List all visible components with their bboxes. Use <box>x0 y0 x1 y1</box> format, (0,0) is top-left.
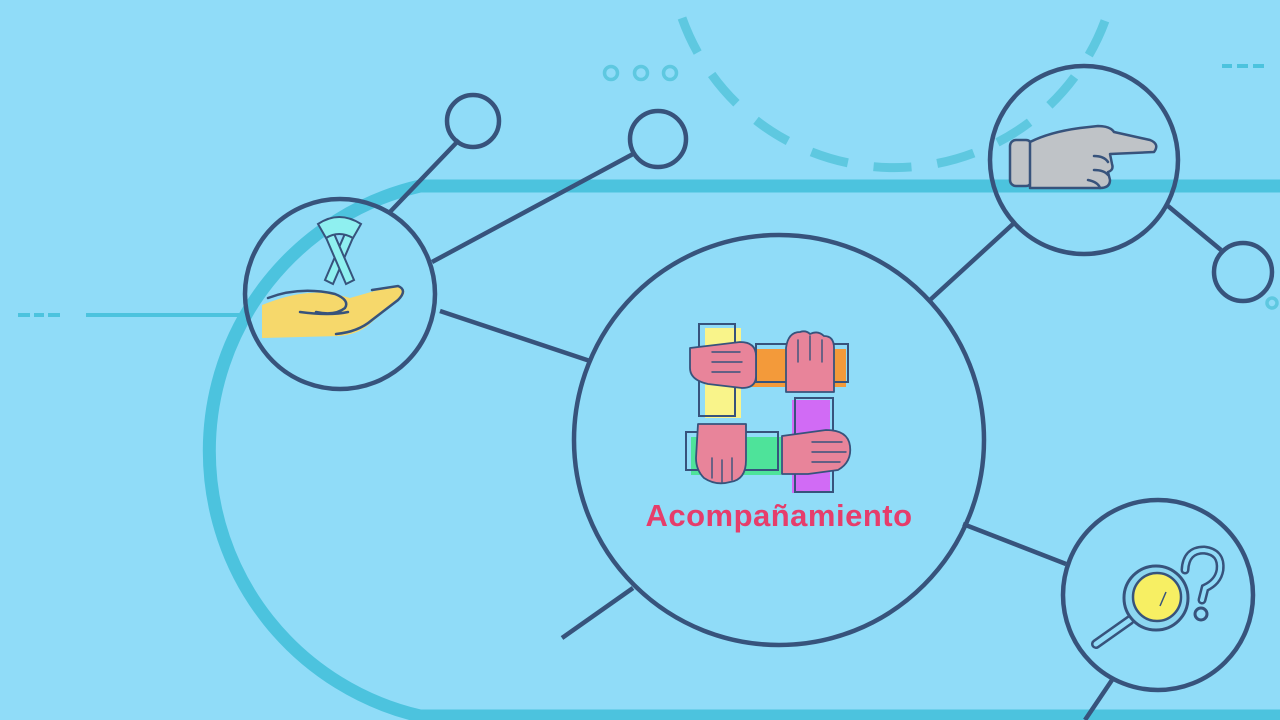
four-hands-teamwork-icon <box>685 323 852 493</box>
dashed-arc <box>677 16 1111 173</box>
decorative-dots <box>602 64 1279 310</box>
central-node-label: Acompañamiento <box>645 498 913 533</box>
pointing-node <box>987 63 1181 257</box>
inquiry-node <box>1060 497 1256 693</box>
connectors <box>386 138 1223 720</box>
decorative-dashes <box>18 64 1264 317</box>
empty-nodes <box>444 92 1275 304</box>
magnifier-question-icon <box>1091 545 1225 649</box>
support-node <box>242 196 438 392</box>
pointing-hand-icon <box>1008 124 1158 190</box>
central-node <box>571 232 987 648</box>
hand-holding-awareness-ribbon-icon <box>262 216 405 338</box>
